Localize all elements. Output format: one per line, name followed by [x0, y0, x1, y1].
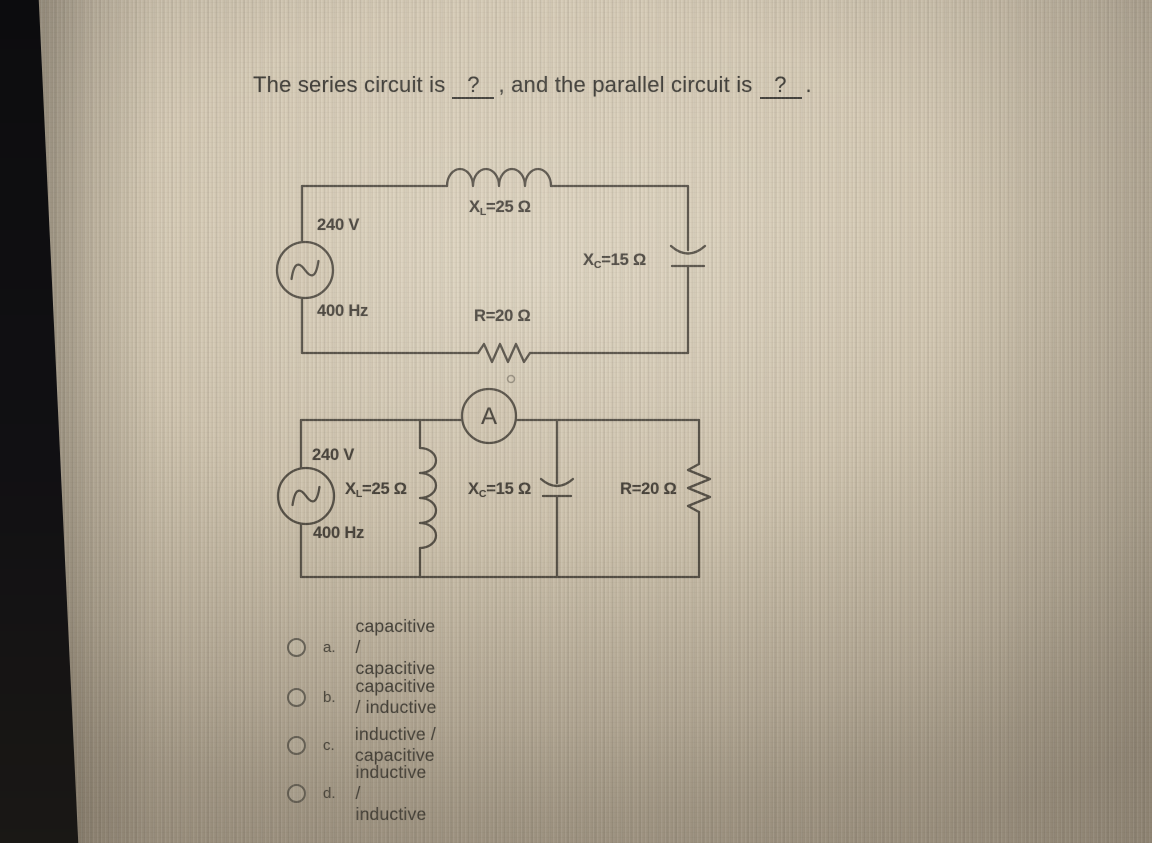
- parallel-resistor-label: R=20 Ω: [620, 480, 677, 498]
- option-letter: d.: [323, 784, 336, 802]
- inductor-value: =25 Ω: [362, 480, 407, 498]
- radio-button-d[interactable]: [287, 783, 306, 803]
- blank-2-mark: ?: [774, 72, 787, 97]
- inductor-symbol: X: [345, 480, 356, 498]
- capacitor-symbol: X: [583, 251, 594, 269]
- question-middle: , and the parallel circuit is: [498, 72, 753, 97]
- inductor-subscript: L: [479, 206, 487, 218]
- parallel-circuit-diagram: [276, 387, 712, 579]
- ac-source-sine-icon: [290, 259, 320, 281]
- option-text: capacitive / inductive: [355, 676, 437, 717]
- radio-button-c[interactable]: [287, 735, 306, 755]
- parallel-resistor-zigzag: [686, 462, 712, 514]
- option-text: inductive / inductive: [355, 761, 427, 824]
- parallel-inductor-label: XL=25 Ω: [345, 480, 407, 500]
- option-letter: c.: [323, 736, 335, 754]
- option-letter: a.: [323, 638, 336, 656]
- ammeter-circle-icon: [460, 387, 518, 445]
- option-row-c[interactable]: c. inductive / capacitive: [287, 724, 445, 765]
- option-row-a[interactable]: a. capacitive / capacitive: [287, 616, 445, 678]
- question-prefix: The series circuit is: [253, 72, 446, 97]
- capacitor-value: =15 Ω: [601, 251, 647, 269]
- parallel-capacitor-label: XC=15 Ω: [468, 480, 531, 500]
- series-capacitor-curved-plate: [669, 244, 707, 255]
- option-row-d[interactable]: d. inductive / inductive: [287, 762, 436, 824]
- photo-artifact-dot: [506, 374, 516, 384]
- parallel-frequency-label: 400 Hz: [313, 524, 365, 542]
- series-inductor-coil: [445, 167, 553, 188]
- series-resistor-zigzag: [476, 342, 532, 364]
- option-row-b[interactable]: b. capacitive / inductive: [287, 676, 445, 717]
- capacitor-subscript: C: [593, 259, 602, 271]
- parallel-voltage-label: 240 V: [312, 446, 355, 464]
- option-text: inductive / capacitive: [354, 724, 436, 765]
- series-capacitor-label: XC=15 Ω: [583, 251, 646, 271]
- inductor-subscript: L: [355, 488, 363, 500]
- radio-button-b[interactable]: [287, 687, 306, 707]
- blank-1-mark: ?: [467, 72, 480, 97]
- parallel-capacitor-curved-plate: [539, 477, 575, 488]
- answer-blank-1: ?: [452, 72, 495, 100]
- question-title: The series circuit is? , and the parallel…: [253, 72, 812, 100]
- series-inductor-label: XL=25 Ω: [469, 198, 531, 218]
- series-resistor-label: R=20 Ω: [474, 307, 531, 325]
- ac-source-sine-icon: [291, 485, 321, 507]
- question-suffix: .: [805, 72, 812, 97]
- capacitor-subscript: C: [478, 488, 487, 500]
- ammeter-label: A: [480, 403, 497, 430]
- series-voltage-label: 240 V: [317, 216, 360, 234]
- capacitor-value: =15 Ω: [486, 480, 532, 498]
- inductor-symbol: X: [469, 198, 480, 216]
- option-text: capacitive / capacitive: [355, 615, 436, 678]
- series-circuit-diagram: [275, 167, 707, 364]
- inductor-value: =25 Ω: [486, 198, 531, 216]
- series-frequency-label: 400 Hz: [317, 302, 369, 320]
- option-letter: b.: [323, 688, 336, 706]
- answer-blank-2: ?: [759, 72, 802, 100]
- capacitor-symbol: X: [468, 480, 479, 498]
- radio-button-a[interactable]: [287, 637, 306, 657]
- series-top-wire-right: [549, 184, 690, 252]
- parallel-inductor-coil: [418, 446, 438, 550]
